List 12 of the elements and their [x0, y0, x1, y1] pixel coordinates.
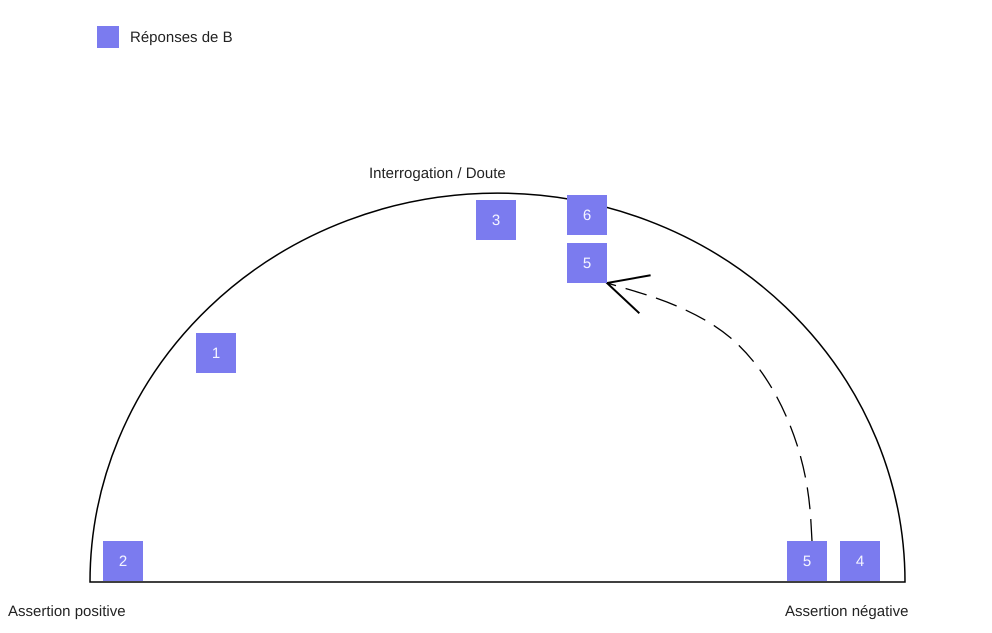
axis-label: Assertion négative	[785, 603, 908, 620]
response-box: 4	[840, 541, 880, 581]
axis-label: Assertion positive	[8, 603, 126, 620]
legend-label: Réponses de B	[130, 29, 233, 46]
response-box: 3	[476, 200, 516, 240]
response-box: 5	[787, 541, 827, 581]
response-box: 2	[103, 541, 143, 581]
response-box: 5	[567, 243, 607, 283]
axis-label: Interrogation / Doute	[369, 165, 506, 182]
dashed-arrow	[606, 274, 813, 542]
response-box: 6	[567, 195, 607, 235]
response-box: 1	[196, 333, 236, 373]
